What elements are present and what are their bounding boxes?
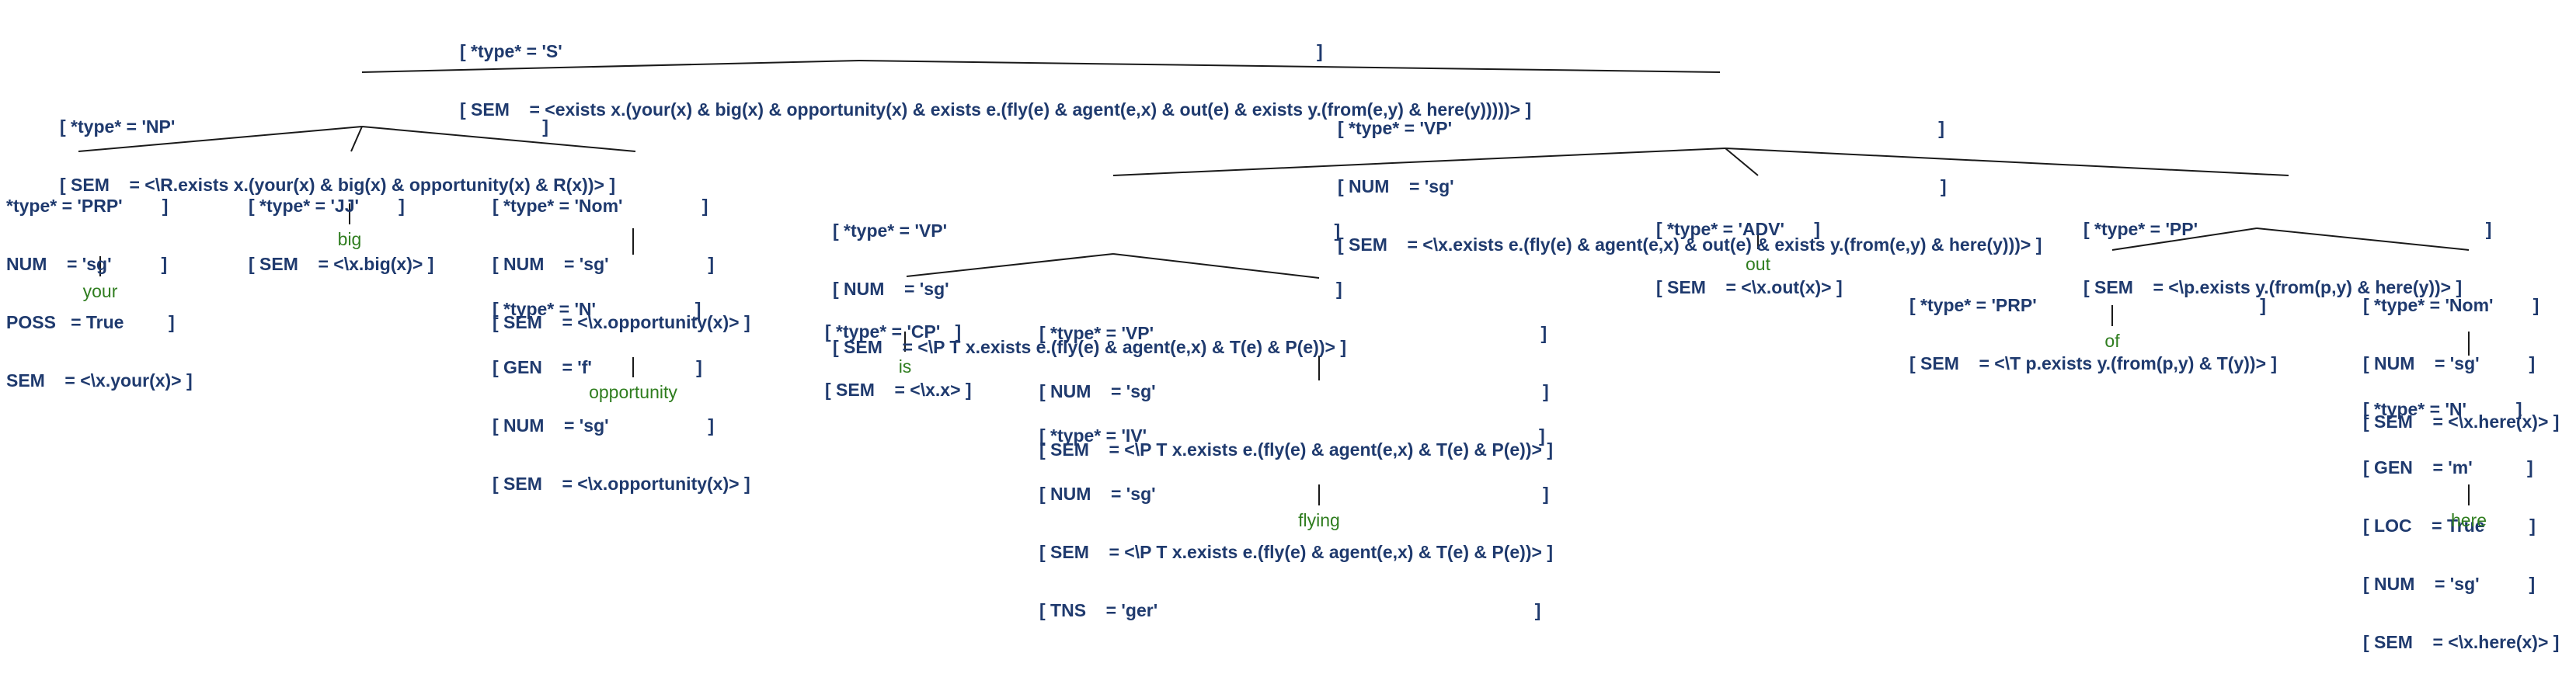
node-jj: [ *type* = 'JJ' ] [ SEM = <\x.big(x)> ]: [249, 158, 433, 313]
node-jj-row: [ SEM = <\x.big(x)> ]: [249, 254, 434, 274]
node-nom-opportunity-row: [ NUM = 'sg' ]: [493, 254, 715, 274]
node-vp-is: [ *type* = 'VP' ] [ NUM = 'sg' ] [: [833, 182, 1346, 396]
tree-edge-vpis-to-vpflying: [1112, 253, 1320, 279]
node-iv-row: [ TNS = 'ger' ]: [1039, 600, 1541, 620]
tree-edge-np-to-jj: [350, 126, 363, 152]
tree-edges: [78, 60, 2470, 505]
node-n-opportunity-row: [ SEM = <\x.opportunity(x)> ]: [493, 474, 750, 494]
node-pp-row: [ *type* = 'PP' ]: [2083, 219, 2492, 239]
node-nom-opportunity: [ *type* = 'Nom' ] [ NUM = 'sg' ] [ SEM …: [493, 158, 750, 371]
node-cp: [ *type* = 'CP' ] [ SEM = <\x.x> ]: [825, 283, 972, 439]
node-cp-row: [ SEM = <\x.x> ]: [825, 380, 972, 400]
node-prp-your-row: SEM = <\x.your(x)> ]: [6, 370, 193, 391]
node-np-row: [ SEM = <\R.exists x.(your(x) & big(x) &…: [60, 175, 615, 195]
tree-edge-vp-to-pp: [1725, 148, 2289, 176]
tree-edge-np-to-nom: [361, 126, 636, 152]
node-n-here-row: [ *type* = 'N' ]: [2363, 399, 2522, 419]
node-prp-of-row: [ SEM = <\T p.exists y.(from(p,y) & T(y)…: [1909, 353, 2278, 373]
node-vp-flying-row: [ *type* = 'VP' ]: [1039, 323, 1547, 343]
node-nom-here-row: [ NUM = 'sg' ]: [2363, 353, 2536, 373]
node-nom-here: [ *type* = 'Nom' ] [ NUM = 'sg' ] [ SEM …: [2363, 257, 2559, 471]
node-vp-main-row: [ NUM = 'sg' ]: [1338, 176, 1947, 196]
node-vp-is-row: [ *type* = 'VP' ]: [833, 220, 1341, 241]
node-prp-your-row: POSS = True ]: [6, 312, 175, 332]
node-np-row: [ *type* = 'NP' ]: [60, 116, 548, 137]
tree-edge-s-to-vp: [858, 60, 1721, 73]
leaf-out: out: [1746, 254, 1770, 274]
node-n-opportunity-row: [ *type* = 'N' ]: [493, 299, 701, 319]
node-n-opportunity: [ *type* = 'N' ] [ GEN = 'f' ] [ NUM = '…: [493, 261, 750, 533]
node-n-opportunity-row: [ GEN = 'f' ]: [493, 357, 702, 377]
node-pp-row: [ SEM = <\p.exists y.(from(p,y) & here(y…: [2083, 277, 2463, 297]
leaf-big: big: [337, 229, 362, 249]
node-vp-is-row: [ NUM = 'sg' ]: [833, 279, 1342, 299]
node-s-row: [ *type* = 'S' ]: [460, 41, 1323, 61]
node-iv-row: [ SEM = <\P T x.exists e.(fly(e) & agent…: [1039, 542, 1553, 562]
leaf-here: here: [2450, 510, 2487, 530]
tree-edge-pp-to-nom: [2256, 227, 2470, 251]
node-nom-opportunity-row: [ *type* = 'Nom' ]: [493, 196, 708, 216]
tree-edge-vpis-to-cp: [906, 253, 1114, 277]
syntax-tree: [ *type* = 'S' ] [ SEM = <exists x.(your…: [6, 3, 2559, 652]
leaf-is: is: [898, 356, 912, 377]
node-nom-here-row: [ SEM = <\x.here(x)> ]: [2363, 411, 2560, 432]
leaf-opportunity: opportunity: [589, 382, 677, 402]
node-s: [ *type* = 'S' ] [ SEM = <exists x.(your…: [460, 3, 1531, 158]
node-prp-of: [ *type* = 'PRP' ] [ SEM = <\T p.exists …: [1909, 257, 2277, 412]
node-vp-flying-row: [ SEM = <\P T x.exists e.(fly(e) & agent…: [1039, 439, 1553, 460]
node-vp-flying-row: [ NUM = 'sg' ]: [1039, 381, 1549, 401]
node-nom-here-row: [ *type* = 'Nom' ]: [2363, 295, 2539, 315]
node-vp-is-row: [ SEM = <\P T x.exists e.(fly(e) & agent…: [833, 337, 1346, 357]
tree-edge-s-to-np: [361, 60, 860, 73]
node-adv-row: [ *type* = 'ADV' ]: [1656, 219, 1820, 239]
node-prp-your-row: NUM = 'sg' ]: [6, 254, 168, 274]
node-vp-flying: [ *type* = 'VP' ] [ NUM = 'sg' ] [: [1039, 285, 1553, 498]
node-n-here-row: [ LOC = True ]: [2363, 516, 2536, 536]
tree-edge-np-to-prp: [78, 126, 363, 152]
tree-edge-pp-to-prp: [2111, 227, 2257, 251]
leaf-flying: flying: [1298, 510, 1340, 530]
node-np: [ *type* = 'NP' ] [ SEM = <\R.exists x.(…: [60, 78, 615, 234]
node-cp-row: [ *type* = 'CP' ]: [825, 321, 962, 342]
node-adv: [ *type* = 'ADV' ] [ SEM = <\x.out(x)> ]: [1656, 181, 1843, 336]
node-pp: [ *type* = 'PP' ] [ SEM = <\p.exists y.(…: [2083, 181, 2491, 336]
node-vp-main-row: [ SEM = <\x.exists e.(fly(e) & agent(e,x…: [1338, 234, 2042, 255]
node-adv-row: [ SEM = <\x.out(x)> ]: [1656, 277, 1843, 297]
node-vp-main-row: [ *type* = 'VP' ]: [1338, 118, 1944, 138]
node-n-here-row: [ SEM = <\x.here(x)> ]: [2363, 632, 2560, 652]
node-n-opportunity-row: [ NUM = 'sg' ]: [493, 415, 715, 436]
node-prp-your: *type* = 'PRP' ] NUM = 'sg' ] POSS = Tru…: [6, 158, 193, 429]
node-n-here-row: [ NUM = 'sg' ]: [2363, 574, 2536, 594]
tree-edge-vp-to-adv: [1725, 148, 1759, 176]
tree-edge-vp-to-vpis: [1112, 148, 1726, 176]
node-iv-row: [ *type* = 'IV' ]: [1039, 425, 1545, 446]
leaf-your: your: [82, 281, 118, 301]
node-jj-row: [ *type* = 'JJ' ]: [249, 196, 405, 216]
node-s-row: [ SEM = <exists x.(your(x) & big(x) & op…: [460, 99, 1532, 120]
node-vp-main: [ *type* = 'VP' ] [ NUM = 'sg': [1338, 80, 2042, 293]
node-n-here-row: [ GEN = 'm' ]: [2363, 457, 2533, 477]
node-prp-of-row: [ *type* = 'PRP' ]: [1909, 295, 2266, 315]
node-iv-row: [ NUM = 'sg' ]: [1039, 484, 1549, 504]
node-nom-opportunity-row: [ SEM = <\x.opportunity(x)> ]: [493, 312, 750, 332]
node-iv: [ *type* = 'IV' ] [ NUM = 'sg' ] [: [1039, 387, 1553, 659]
node-prp-your-row: *type* = 'PRP' ]: [6, 196, 169, 216]
leaf-of: of: [2104, 331, 2120, 351]
